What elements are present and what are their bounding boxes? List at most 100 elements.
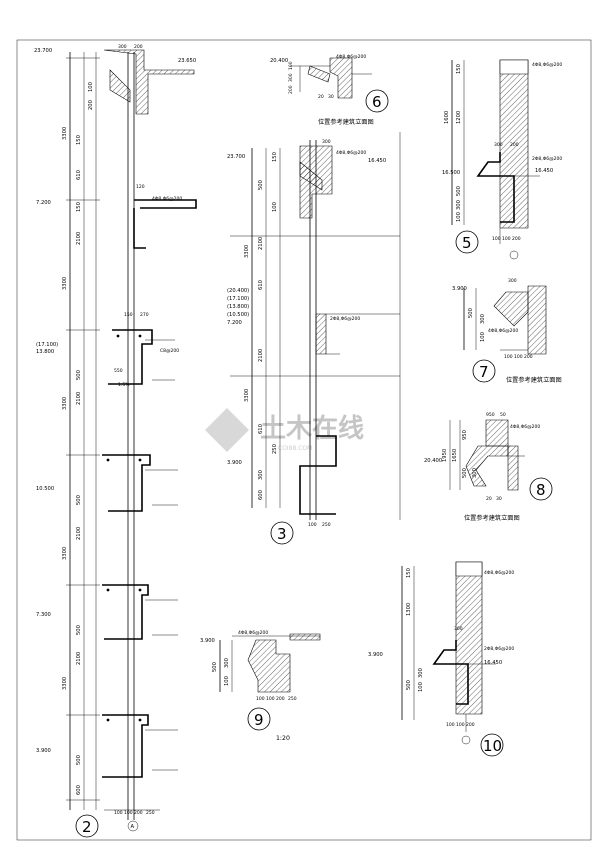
detail-3-dim-4: 610 [258,280,264,290]
detail-2-dim-15: 150 [76,135,82,145]
sheet-border [16,39,592,841]
detail-7: 3.900 500 300 100 300 100 100 200 4Φ8,Φ6… [452,278,562,384]
detail-3-dim-3: 2100 [258,237,264,250]
detail-8-bottom-dim-0: 20 [486,496,492,502]
detail-5: 16.500 16.450 1600 1200 150 500 300 100 … [442,59,562,260]
detail-5-bottom-dim-2: 200 [512,236,521,242]
detail-7-bottom-dim-0: 100 [504,354,513,360]
detail-2-callout-3: 550 [114,368,123,374]
detail-10: 3.900 16.450 1300 150 500 300 100 300 10… [368,561,514,757]
detail-3-elev-4: (10.500) [227,312,249,318]
detail-9-dim-0: 500 [212,662,218,672]
detail-2-axis-label: A [131,824,135,830]
detail-5-dim-2: 150 [456,64,462,74]
detail-8-dim-1: 1650 [452,449,458,462]
detail-2-dim-12: 500 [76,755,82,765]
detail-3-elev-5: 7.200 [227,320,242,326]
detail-10-dim-3: 300 [418,668,424,678]
detail-6-dim-0: 300 [288,73,294,82]
detail-2-bottom-dim-2: 200 [134,810,143,816]
detail-5-bottom-dim-0: 100 [492,236,501,242]
detail-8-dim-2: 950 [462,430,468,440]
detail-3-dim-6: 500 [258,180,264,190]
detail-9-dim-2: 100 [224,676,230,686]
detail-2-bottom-dim-1: 100 [124,810,133,816]
detail-8-callout-0: 4Φ8,Φ6@200 [510,424,540,430]
detail-9-dim-1: 300 [224,658,230,668]
detail-2-callout-5: 270 [140,312,149,318]
detail-3-dim-10: 250 [272,444,278,454]
detail-5-elev-1: 16.450 [535,168,553,174]
detail-7-number: 7 [479,363,489,381]
detail-3-elev-3: (13.800) [227,304,249,310]
detail-2-callout-2: 1:5% [118,382,130,388]
detail-6-dim-1: 200 [288,85,294,94]
detail-2-elev-4: 10.500 [36,486,54,492]
detail-8-top-dim-1: 50 [500,412,506,418]
detail-3-dim-7: 300 [258,470,264,480]
detail-10-bottom-dim-0: 100 [446,722,455,728]
detail-2-dim-0: 3300 [62,127,68,140]
detail-7-number-circle [472,359,496,383]
detail-5-dim-4: 300 [456,200,462,210]
detail-2-dim-17: 100 [88,82,94,92]
detail-10-elev-0: 3.900 [368,652,383,658]
detail-6-number-circle [365,89,389,113]
detail-9-elev-0: 3.900 [200,638,215,644]
detail-6-elev-0: 20.400 [270,58,288,64]
detail-6-callout-0: 4Φ8,Φ6@200 [336,54,366,60]
detail-2-elev-6: 3.900 [36,748,51,754]
detail-6-bottom-dim-0: 20 [318,94,324,100]
detail-10-dim-2: 500 [406,680,412,690]
detail-2-dim-6: 2100 [76,392,82,405]
detail-2-bottom-dim-0: 100 [114,810,123,816]
detail-8-dim-0: 1950 [442,449,448,462]
detail-9-number-circle [247,707,271,731]
detail-5-top-dim-0: 300 [494,142,503,148]
detail-3-top-dim-0: 300 [322,139,331,145]
detail-2-dim-13: 600 [76,785,82,795]
detail-5-dim-3: 500 [456,186,462,196]
watermark-sub: COI88.COM [278,445,312,452]
detail-2-number: 2 [82,818,92,836]
detail-10-top-dim-0: 300 [454,626,463,632]
detail-3-elev-2: (17.100) [227,296,249,302]
detail-6-number: 6 [372,93,382,111]
detail-5-number-circle [455,230,479,254]
detail-2-dim-14: 610 [76,170,82,180]
detail-2-dim-16: 150 [76,202,82,212]
detail-9-bottom-dim-0: 100 [256,696,265,702]
detail-3-dim-2: 2100 [258,349,264,362]
detail-3: 23.700 (20.400) (17.100) (13.800) (10.50… [227,132,401,545]
detail-2-callout-6: 150 [124,312,133,318]
detail-2-dim-8: 2100 [76,652,82,665]
detail-2-dim-10: 500 [76,495,82,505]
detail-2-elev-3: 13.800 [36,349,54,355]
detail-3-dim-9: 100 [272,202,278,212]
detail-3-number-circle [270,521,294,545]
detail-5-elev-0: 16.500 [442,170,460,176]
detail-3-dim-0: 3300 [244,245,250,258]
detail-2-dim-9: 500 [76,370,82,380]
detail-3-bottom-dim-1: 250 [322,522,331,528]
detail-2-dim-1: 3300 [62,277,68,290]
detail-8: 20.400 1950 1650 950 500 300 950 50 20 3… [424,412,553,522]
detail-2-dim-4: 3300 [62,677,68,690]
detail-2-dim-2: 3300 [62,397,68,410]
detail-9-scale: 1:20 [276,735,290,742]
detail-8-top-dim-0: 950 [486,412,495,418]
detail-2-elev-2: (17.100) [36,342,58,348]
detail-10-elev-1: 16.450 [484,660,502,666]
detail-6-dim-2: 100 [288,61,294,70]
detail-5-callout-0: 4Φ8,Φ6@200 [532,62,562,68]
watermark-text: 土木在线 [260,414,364,444]
detail-5-bottom-dim-1: 100 [502,236,511,242]
detail-2: A 100 100 200 250 300 200 23.650 23.700 … [34,44,197,838]
detail-8-bottom-dim-1: 30 [496,496,502,502]
detail-3-number: 3 [277,525,287,543]
detail-9-bottom-dim-3: 250 [288,696,297,702]
detail-3-elev-6: 3.900 [227,460,242,466]
detail-7-callout-0: 4Φ8,Φ6@200 [488,328,518,334]
detail-10-dim-1: 150 [406,568,412,578]
